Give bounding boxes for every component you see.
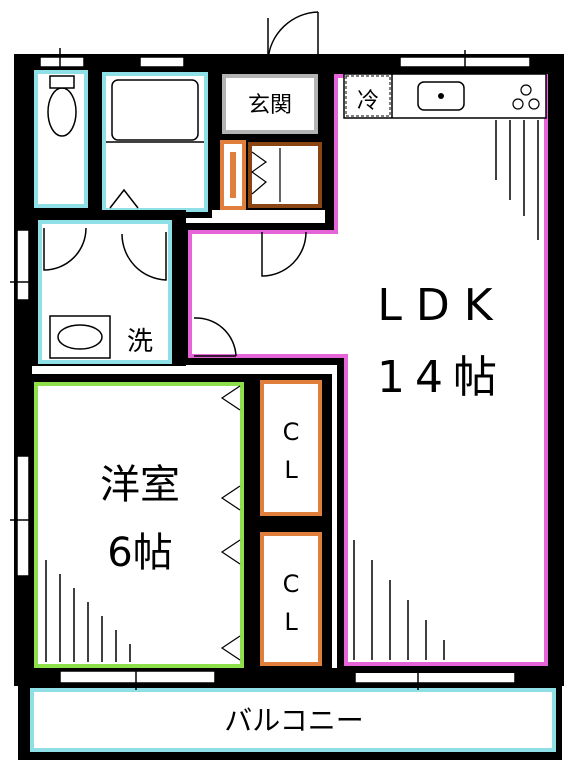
balcony [18, 682, 562, 760]
closet-upper-label-bottom: L [284, 456, 298, 484]
bathtub-icon [111, 79, 199, 141]
toilet-icon [47, 87, 77, 137]
bathroom [92, 70, 212, 218]
shoe-box [220, 140, 322, 210]
toilet-room [32, 70, 92, 210]
fridge-label: 冷 [357, 89, 379, 114]
closet-lower-label-bottom: L [284, 608, 298, 636]
closet-lower: C L [248, 522, 332, 672]
western-room-size: 6帖 [107, 530, 172, 576]
ldk-room: 冷 LDK 14帖 [181, 67, 557, 673]
closet-upper: C L [248, 374, 332, 522]
ldk-size: 14帖 [377, 352, 507, 403]
western-room: 洋室 6帖 [32, 374, 248, 670]
western-room-name: 洋室 [100, 462, 180, 508]
closet-lower-label-top: C [283, 570, 300, 598]
ldk-name: LDK [377, 280, 506, 331]
washroom-label: 洗 [127, 327, 153, 357]
entrance-door [267, 11, 319, 61]
balcony-label: バルコニー [224, 704, 363, 737]
stove-icon [512, 84, 540, 110]
closet-upper-label-top: C [283, 418, 300, 446]
entrance-label: 玄関 [248, 93, 292, 118]
washroom: 洗 [32, 210, 186, 366]
